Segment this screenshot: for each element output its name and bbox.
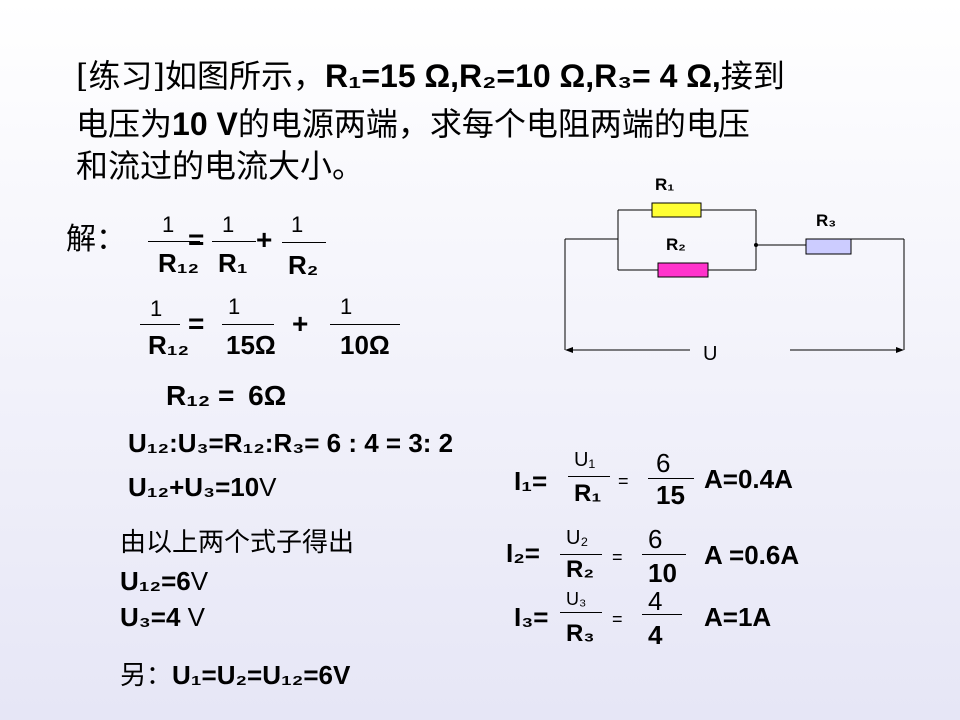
u12-value: U₁₂=6V <box>120 568 208 594</box>
eq1-numerator-c: 1 <box>291 212 304 237</box>
i3-value-numerator: 4 <box>648 586 663 616</box>
problem-connect: 接到 <box>720 57 785 95</box>
eq1-fraction-bar-a <box>148 241 200 242</box>
i3-lhs: I₃= <box>514 602 549 632</box>
eq1-denominator-c: R₂ <box>288 250 319 280</box>
problem-line-3: 和流过的电流大小。 <box>76 147 365 185</box>
i1-value-numerator: 6 <box>656 448 671 478</box>
eq1-fraction-bar-c <box>282 242 326 243</box>
i2-fraction-bar <box>560 554 602 555</box>
also-line: 另：U₁=U₂=U₁₂=6V <box>120 662 350 689</box>
eq2-denominator-a: R₁₂ <box>148 330 190 360</box>
i2-denominator: R₂ <box>566 556 594 583</box>
eq2-fraction-bar-c <box>330 324 400 325</box>
i1-fraction-bar <box>568 476 610 477</box>
problem-line-2: 电压为10 V的电源两端，求每个电阻两端的电压 <box>76 108 750 140</box>
i2-equals: = <box>612 547 623 567</box>
eq1-denominator-b: R₁ <box>218 248 248 278</box>
eq1-equals: = <box>188 224 205 255</box>
i1-result: A=0.4A <box>704 464 793 494</box>
voltage-sum-unit: V <box>259 472 277 502</box>
solution-label: 解： <box>66 222 126 257</box>
resistor-r1 <box>651 202 702 218</box>
i3-fraction-bar <box>560 612 602 613</box>
eq1-fraction-bar-b <box>212 241 256 242</box>
eq2-fraction-bar-b <box>222 324 274 325</box>
i3-value-bar <box>642 614 682 615</box>
circuit-r3-label: R₃ <box>816 211 837 230</box>
i3-equals: = <box>612 609 623 629</box>
problem-question: 的电源两端，求每个电阻两端的电压 <box>237 105 750 143</box>
i1-equals: = <box>618 471 629 491</box>
r12-result-value: 6Ω <box>248 380 287 411</box>
r12-result: R₁₂ = 6Ω <box>166 382 286 410</box>
u3-expr: U₃=4 <box>120 602 188 632</box>
junction-node <box>754 243 758 247</box>
eq1-numerator-a: 1 <box>162 212 175 237</box>
problem-intro: [练习]如图所示， <box>76 57 325 95</box>
voltage-sum-expr: U₁₂+U₃=10 <box>128 472 260 502</box>
i3-denominator: R₃ <box>566 620 595 647</box>
problem-resistances: R₁=15 Ω,R₂=10 Ω,R₃= 4 Ω, <box>324 58 721 94</box>
circuit-r1-label: R₁ <box>655 175 675 194</box>
eq2-numerator-c: 1 <box>340 294 353 319</box>
i1-value-bar <box>648 478 694 479</box>
i1-value-denominator: 15 <box>656 480 685 510</box>
i2-numerator: U₂ <box>566 527 589 549</box>
eq2-equals: = <box>188 308 205 339</box>
also-value: U₁=U₂=U₁₂=6V <box>172 660 351 690</box>
eq2-fraction-bar-a <box>140 324 180 325</box>
i2-result: A =0.6A <box>704 540 800 570</box>
problem-line-1: [练习]如图所示，R₁=15 Ω,R₂=10 Ω,R₃= 4 Ω,接到 <box>76 60 785 92</box>
u3-value: U₃=4 V <box>120 604 205 630</box>
eq1-plus: + <box>256 224 273 255</box>
r12-result-label: R₁₂ = <box>166 380 235 411</box>
i2-value-bar <box>642 554 686 555</box>
i1-lhs: I₁= <box>514 466 548 496</box>
circuit-r2-label: R₂ <box>666 235 686 254</box>
also-label: 另： <box>120 661 173 691</box>
eq2-numerator-a: 1 <box>150 296 163 321</box>
eq1-numerator-b: 1 <box>222 212 235 237</box>
resistor-r3 <box>805 238 852 255</box>
arrowhead-right <box>896 347 904 353</box>
i2-lhs: I₂= <box>506 538 540 568</box>
eq2-numerator-b: 1 <box>228 294 241 319</box>
circuit-voltage-label: U <box>703 343 718 365</box>
problem-voltage-text: 电压为 <box>76 105 173 143</box>
eq1-denominator-a: R₁₂ <box>158 248 200 278</box>
derive-text: 由以上两个式子得出 <box>120 528 355 558</box>
i1-numerator: U₁ <box>574 449 596 471</box>
u12-expr: U₁₂=6 <box>120 566 191 596</box>
i3-numerator: U₃ <box>566 589 587 609</box>
i3-value-denominator: 4 <box>648 620 663 650</box>
voltage-ratio: U₁₂:U₃=R₁₂:R₃= 6 : 4 = 3: 2 <box>128 428 454 458</box>
i2-value-numerator: 6 <box>648 524 663 554</box>
voltage-sum: U₁₂+U₃=10V <box>128 474 277 500</box>
problem-voltage-value: 10 V <box>172 106 238 142</box>
eq2-plus: + <box>292 308 309 339</box>
i2-value-denominator: 10 <box>648 558 677 588</box>
u12-unit: V <box>190 566 209 596</box>
eq2-denominator-b: 15Ω <box>226 330 276 360</box>
eq2-denominator-c: 10Ω <box>340 330 390 360</box>
u3-unit: V <box>187 602 206 632</box>
circuit-diagram <box>564 202 905 353</box>
i3-result: A=1A <box>704 602 772 632</box>
i1-denominator: R₁ <box>574 480 602 507</box>
arrowhead-left <box>565 347 573 353</box>
resistor-r2 <box>657 262 709 278</box>
